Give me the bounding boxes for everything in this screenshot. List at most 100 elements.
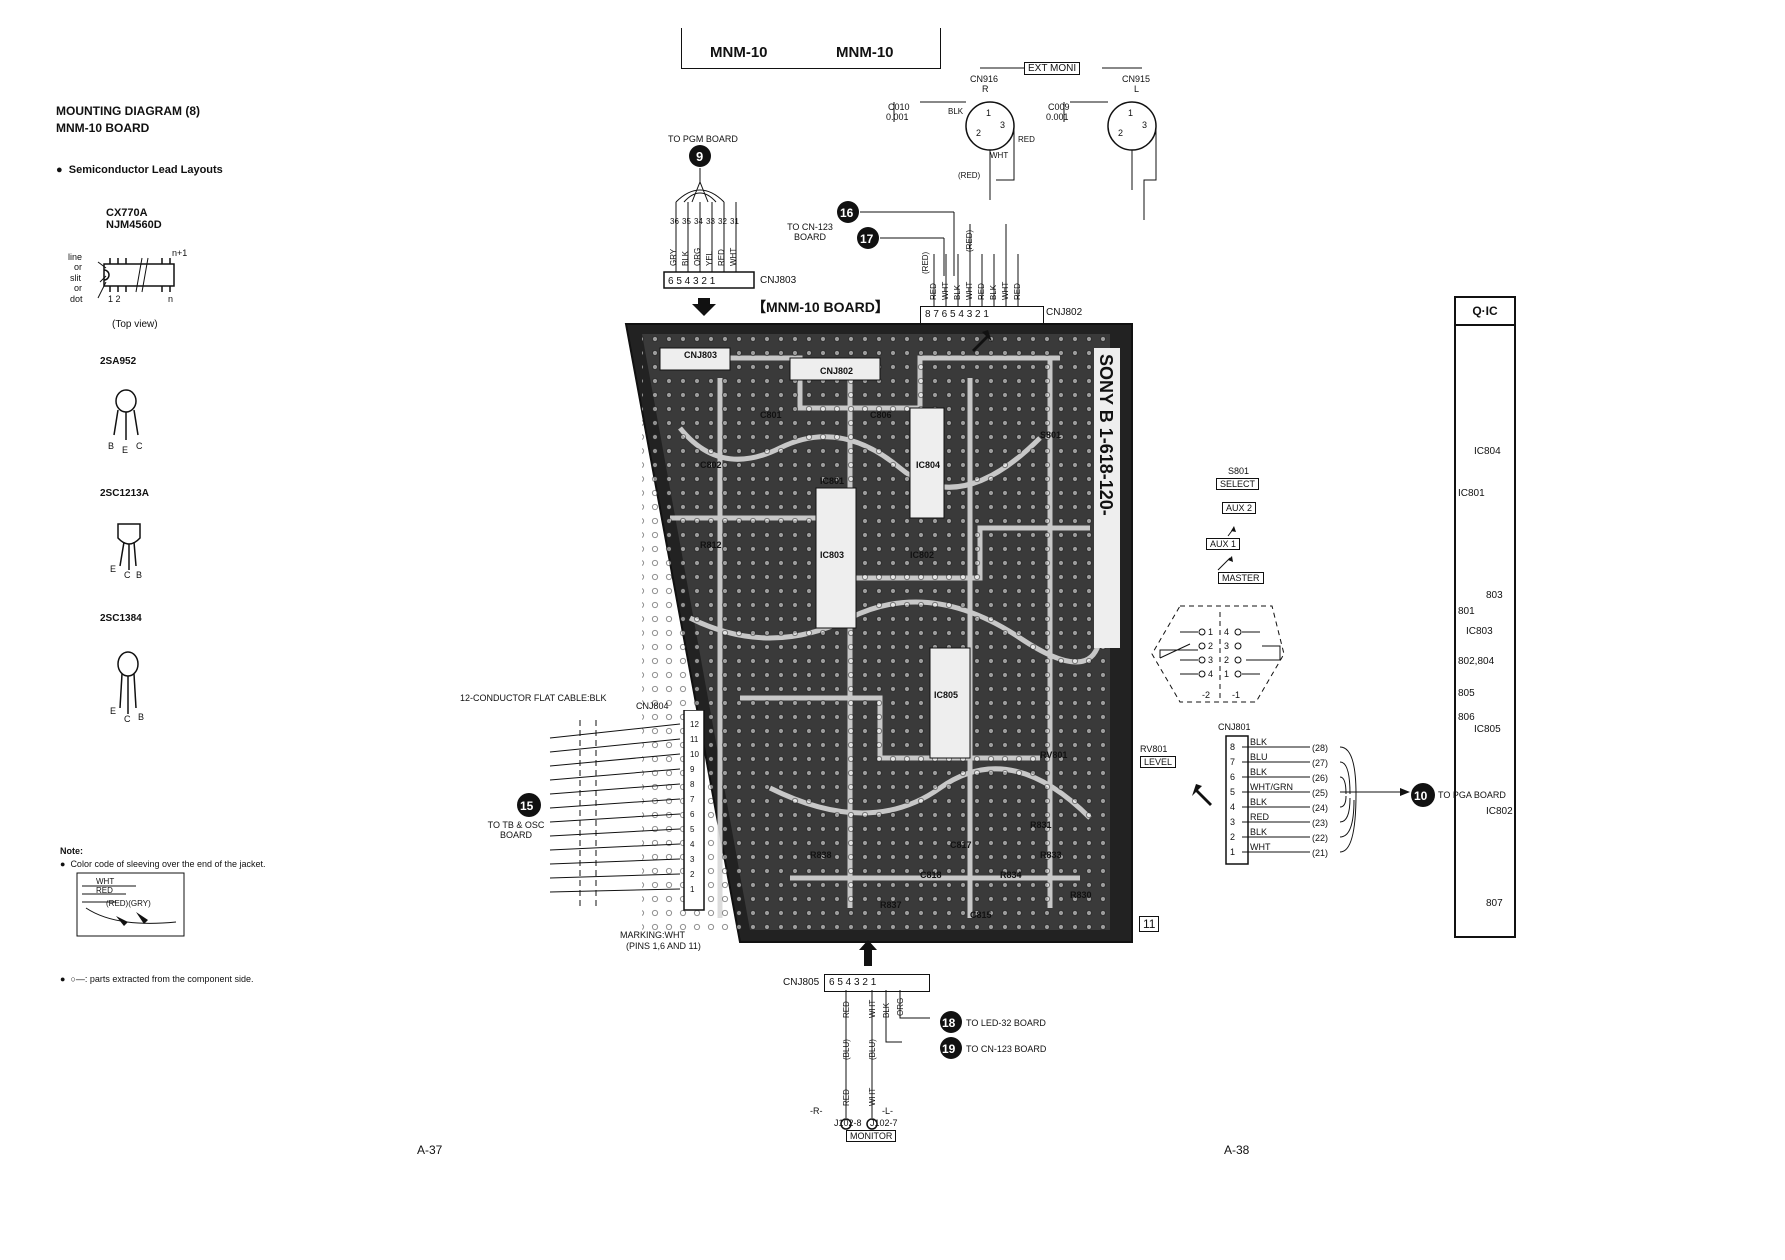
ic-side-label: dot — [70, 294, 83, 304]
board-label: S801 — [1040, 430, 1061, 440]
jack-r-side: -R- — [810, 1106, 823, 1116]
cnj804-pin: 3 — [690, 855, 695, 864]
transistor-2sa952-icon: B E C — [108, 389, 143, 455]
qic-item: 802,804 — [1458, 656, 1495, 667]
section-heading: ● Semiconductor Lead Layouts — [56, 164, 223, 176]
board-name: MNM-10 BOARD — [56, 121, 150, 135]
jack-j102-7: J102-7 — [870, 1118, 898, 1128]
down-arrow-icon — [692, 298, 716, 316]
cnj802-wire-color: WHT — [941, 282, 950, 300]
cnj802-pin-row: 8 7 6 5 4 3 2 1 — [920, 306, 1044, 324]
pcb-board: CNJ803 CNJ802 IC801 IC803 IC805 IC804 IC… — [624, 323, 1133, 943]
top-view-caption: (Top view) — [112, 319, 158, 330]
s801-bottom: -2 — [1202, 690, 1210, 700]
cnj802-wire-color: BLK — [953, 284, 962, 300]
qic-item: 803 — [1486, 590, 1503, 601]
cnj801-pin: 2 — [1230, 832, 1235, 842]
s801-master: MASTER — [1218, 572, 1264, 584]
cnj801-badge-icon: 10 — [1411, 783, 1435, 807]
page-header-right: MNM-10 — [836, 44, 894, 61]
cnj801-pin: 7 — [1230, 757, 1235, 767]
cnj804-label: CNJ804 — [636, 701, 669, 711]
transistor-2sa952: 2SA952 — [100, 356, 137, 367]
rv801-label: RV801 — [1140, 744, 1168, 754]
cnj802-badge-a: 16 — [840, 206, 854, 220]
board-label: IC804 — [916, 460, 940, 470]
s801-pin: 4 — [1208, 669, 1213, 679]
cnj805-badge-b: 19 — [942, 1042, 956, 1056]
cnj802-wire-color: BLK — [989, 284, 998, 300]
cnj803-pin-number: 31 — [730, 217, 739, 226]
cnj803-wire-color: YEL — [705, 250, 714, 266]
board-label: R830 — [1070, 890, 1092, 900]
cnj801-wire: WHT/GRN — [1250, 782, 1293, 792]
cnj801-pin: 3 — [1230, 817, 1235, 827]
cnj805-wires: RED WHT BLK ORG (BLU) (BLU) RED WHT — [840, 990, 930, 1130]
cnj801-wire: BLK — [1250, 737, 1267, 747]
c009-label: C009 — [1048, 102, 1070, 112]
cnj802-wire-color: WHT — [1001, 282, 1010, 300]
cn916-label: CN916 — [970, 74, 998, 84]
cnj804-pin: 8 — [690, 780, 695, 789]
qic-item: IC803 — [1466, 626, 1493, 637]
sleeve-wire-label: RED — [96, 886, 113, 895]
cnj805-pin-row: 6 5 4 3 2 1 — [824, 974, 930, 992]
cnj804-pin: 4 — [690, 840, 695, 849]
svg-text:3: 3 — [1142, 120, 1147, 130]
ic-pin-top: n+1 — [172, 248, 187, 258]
qic-header: Q·IC — [1456, 298, 1514, 326]
cnj801-destination: TO PGA BOARD — [1438, 790, 1506, 800]
rv801-level: LEVEL — [1140, 756, 1177, 768]
cnj803-pin-number: 33 — [706, 217, 715, 226]
cnj801-num: (21) — [1312, 848, 1328, 858]
ext-moni-label: EXT MONI — [1024, 62, 1081, 75]
cnj803-connector: 9 36 35 34 33 32 31 GRY BLK ORG YEL RED … — [663, 145, 755, 316]
cnj801-wire: BLK — [1250, 827, 1267, 837]
cnj801-num: (26) — [1312, 773, 1328, 783]
s801-pin: 3 — [1208, 655, 1213, 665]
qic-item: 807 — [1486, 898, 1503, 909]
cnj801-label: CNJ801 — [1218, 722, 1251, 732]
extracted-part-icon: ○—: — [70, 974, 88, 984]
svg-text:2: 2 — [1118, 128, 1123, 138]
s801-aux1: AUX 1 — [1206, 538, 1241, 550]
board-label: RV801 — [1040, 750, 1067, 760]
cnj805-label: CNJ805 — [783, 977, 820, 988]
cnj801-wire: BLU — [1250, 752, 1268, 762]
jack-j102-8: J102-8 — [834, 1118, 862, 1128]
cnj802-red-tag: (RED) — [921, 251, 930, 274]
ext-moni-wire: RED — [1018, 135, 1035, 144]
diagram-title: MOUNTING DIAGRAM (8) — [56, 104, 200, 118]
qic-item: 805 — [1458, 688, 1475, 699]
cnj801-num: (22) — [1312, 833, 1328, 843]
note-2-text: parts extracted from the component side. — [89, 974, 254, 984]
s801-select-arrows — [1217, 526, 1236, 571]
cnj804-cable: 12-CONDUCTOR FLAT CABLE:BLK — [460, 693, 607, 703]
ic-marker-arrows — [97, 261, 107, 299]
cnj803-wire-color: RED — [717, 249, 726, 266]
cnj802-wire-color: RED — [1013, 283, 1022, 300]
s801-pin: 3 — [1224, 641, 1229, 651]
qic-item: IC804 — [1474, 446, 1501, 457]
cnj804-flat-cable: 12 11 10 9 8 7 6 5 4 3 2 1 — [549, 710, 705, 911]
s801-pin: 1 — [1224, 669, 1229, 679]
page-header-left: MNM-10 — [710, 44, 768, 61]
board-label: C801 — [760, 410, 782, 420]
cnj801-wire: BLK — [1250, 767, 1267, 777]
cnj802-destination: TO CN-123 BOARD — [787, 222, 833, 242]
cnj804-destination: TO TB & OSC BOARD — [487, 820, 545, 840]
board-label: IC801 — [820, 476, 844, 486]
cnj805-jack-wire: WHT — [868, 1088, 877, 1106]
cnj805-wire: RED — [842, 1001, 851, 1018]
cnj803-label: CNJ803 — [760, 275, 797, 286]
cnj802-badge-b: 17 — [860, 232, 874, 246]
cnj804-pin: 9 — [690, 765, 695, 774]
qic-item: IC801 — [1458, 488, 1485, 499]
board-label: IC803 — [820, 550, 844, 560]
ic-part-2: NJM4560D — [106, 219, 162, 231]
diagonal-arrow-icon — [972, 330, 992, 352]
board-label: R837 — [880, 900, 902, 910]
cnj805-destination-b: TO CN-123 BOARD — [966, 1044, 1047, 1054]
board-corner-mark: 11 — [1139, 916, 1160, 932]
cnj804-marking-pins: (PINS 1,6 AND 11) — [626, 941, 701, 951]
